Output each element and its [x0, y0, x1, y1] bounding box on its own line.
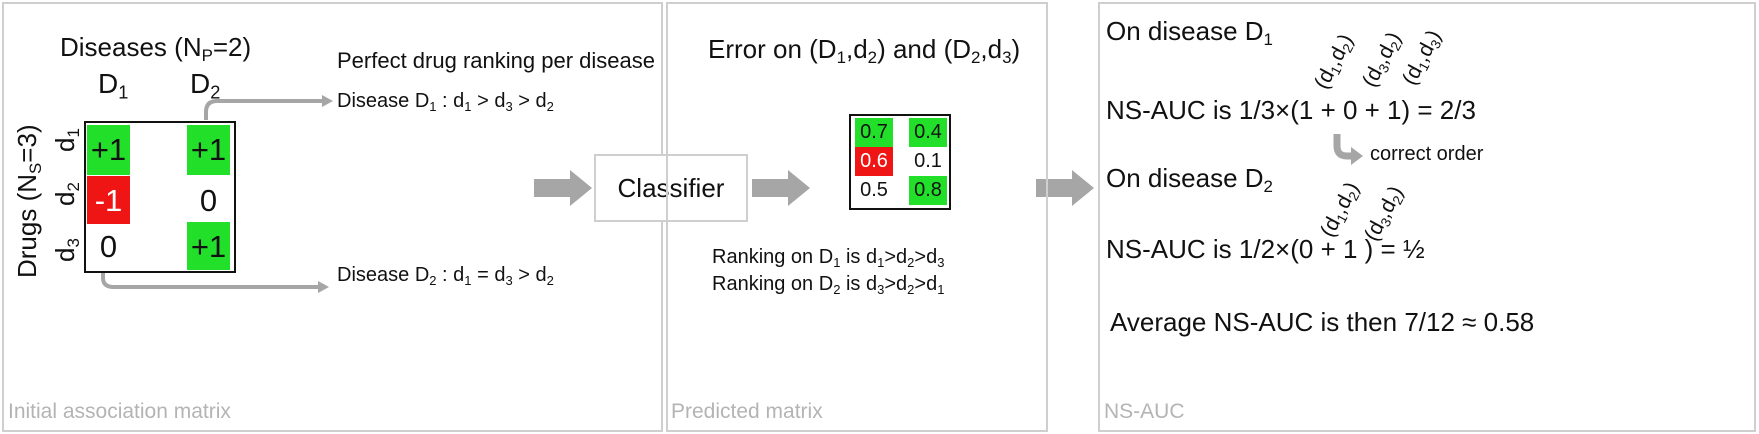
panel-label-predicted: Predicted matrix: [671, 400, 823, 423]
row-header-d3: d3: [50, 238, 84, 262]
correct-order-label: correct order: [1370, 143, 1484, 165]
nsauc-equation-d1: NS-AUC is 1/3×(1 + 0 + 1) = 2/3: [1106, 95, 1476, 125]
pred-cell-r1c1: 0.7: [855, 118, 893, 147]
pred-cell-r2c1: 0.6: [855, 147, 893, 176]
disease-d2-ranking: Disease D2 : d1 = d3 > d2: [337, 264, 554, 288]
error-caption: Error on (D1,d2) and (D2,d3): [708, 34, 1021, 68]
correct-order-arrowhead: [1351, 147, 1363, 165]
panel-predicted-matrix: [666, 2, 1048, 432]
callout-arrowhead-d1: [322, 95, 333, 107]
arrow-into-nsauc: [1036, 170, 1094, 206]
disease-d1-ranking: Disease D1 : d1 > d3 > d2: [337, 90, 554, 114]
col-header-d2: D2: [190, 68, 221, 103]
on-disease-d1: On disease D1: [1106, 16, 1273, 50]
correct-order-arrow: [1333, 134, 1352, 160]
matrix-cell-r3c1: 0: [99, 229, 118, 264]
col-header-d1: D1: [98, 68, 129, 103]
panel-label-nsauc: NS-AUC: [1104, 400, 1185, 423]
callout-arrow-d1: [204, 99, 322, 120]
pred-cell-r2c2: 0.1: [914, 150, 942, 172]
perfect-ranking-title: Perfect drug ranking per disease: [337, 48, 655, 73]
row-header-d1: d1: [50, 128, 84, 152]
row-header-d2: d2: [50, 182, 84, 206]
matrix-cell-r1c1: +1: [87, 125, 130, 175]
ranking-on-d2: Ranking on D2 is d3>d2>d1: [712, 273, 945, 297]
matrix-cell-r1c2: +1: [187, 125, 230, 175]
matrix-cell-r3c2: +1: [187, 222, 230, 270]
pred-cell-r3c1: 0.5: [860, 179, 888, 201]
nsauc-equation-d2: NS-AUC is 1/2×(0 + 1 ) = ½: [1106, 234, 1425, 264]
average-nsauc: Average NS-AUC is then 7/12 ≈ 0.58: [1110, 307, 1535, 337]
arrow-into-classifier: [534, 170, 592, 206]
matrix-cell-r2c1: -1: [87, 176, 130, 224]
panel-label-initial: Initial association matrix: [8, 400, 231, 423]
arrow-out-of-classifier: [752, 170, 810, 206]
pred-cell-r1c2: 0.4: [909, 118, 947, 147]
callout-arrowhead-d2: [318, 281, 329, 293]
ranking-on-d1: Ranking on D1 is d1>d2>d3: [712, 246, 945, 270]
classifier-box: [594, 154, 748, 222]
on-disease-d2: On disease D2: [1106, 163, 1273, 197]
callout-arrow-d2: [101, 272, 318, 289]
diseases-axis-title: Diseases (NP=2): [60, 32, 252, 66]
predicted-matrix-box: [849, 114, 951, 210]
pred-cell-r3c2: 0.8: [909, 176, 947, 205]
initial-matrix-box: [84, 121, 236, 273]
panel-nsauc: [1098, 2, 1756, 432]
drugs-axis-title: Drugs (NS=3): [12, 124, 46, 278]
matrix-cell-r2c2: 0: [199, 183, 218, 218]
classifier-label: Classifier: [617, 173, 725, 203]
